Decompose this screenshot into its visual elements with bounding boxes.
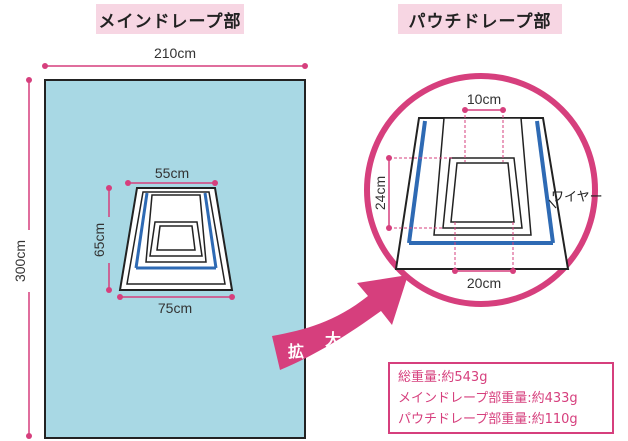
main-width-label-bg [146,44,204,62]
wire-leader-line [548,199,557,209]
pouch-top-label: 10cm [467,91,501,107]
window-bottom-dot-right [229,294,235,300]
pouch-bottom-dot-right [510,268,516,274]
pouch-side-label: 24cm [372,176,388,210]
main-drape-weight: メインドレープ部重量:約433g [398,391,578,406]
wire-label: ワイヤー [551,190,603,205]
pouch-wire-right [535,120,555,244]
pouch-detail-pocket-inner [450,162,515,223]
pouch-drape-weight: パウチドレープ部重量:約110g [398,412,578,427]
pouch-drape-header: パウチドレープ部 [398,4,562,34]
main-wire-left [134,192,149,269]
zoom-char-1: 拡 [288,342,304,361]
pouch-bottom-dot-left [452,268,458,274]
zoom-arrow [272,275,408,370]
window-top-dot-left [125,180,131,186]
pouch-wire-left [407,120,427,244]
weight-info-box: 総重量:約543g メインドレープ部重量:約433g パウチドレープ部重量:約1… [388,362,614,434]
window-side-label: 65cm [91,223,107,257]
main-wire-right [203,192,218,269]
main-pouch-pocket [156,225,196,251]
main-width-label: 210cm [154,45,196,61]
window-side-dot-bottom [106,287,112,293]
pouch-bottom-label: 20cm [467,275,501,291]
window-top-dot-right [212,180,218,186]
window-side-dot-top [106,185,112,191]
main-width-dot-right [302,63,308,69]
main-height-label: 300cm [12,240,28,282]
window-side-label-bg [90,217,112,263]
main-width-dot-left [42,63,48,69]
window-bottom-dot-left [117,294,123,300]
main-height-dot-top [26,77,32,83]
window-top-label: 55cm [155,165,189,181]
zoom-char-2: 大 [325,330,341,349]
main-height-dot-bottom [26,433,32,439]
main-drape-header: メインドレープ部 [96,4,244,34]
window-bottom-label: 75cm [158,300,192,316]
total-weight: 総重量:約543g [398,370,488,385]
main-height-label-bg [10,230,32,292]
